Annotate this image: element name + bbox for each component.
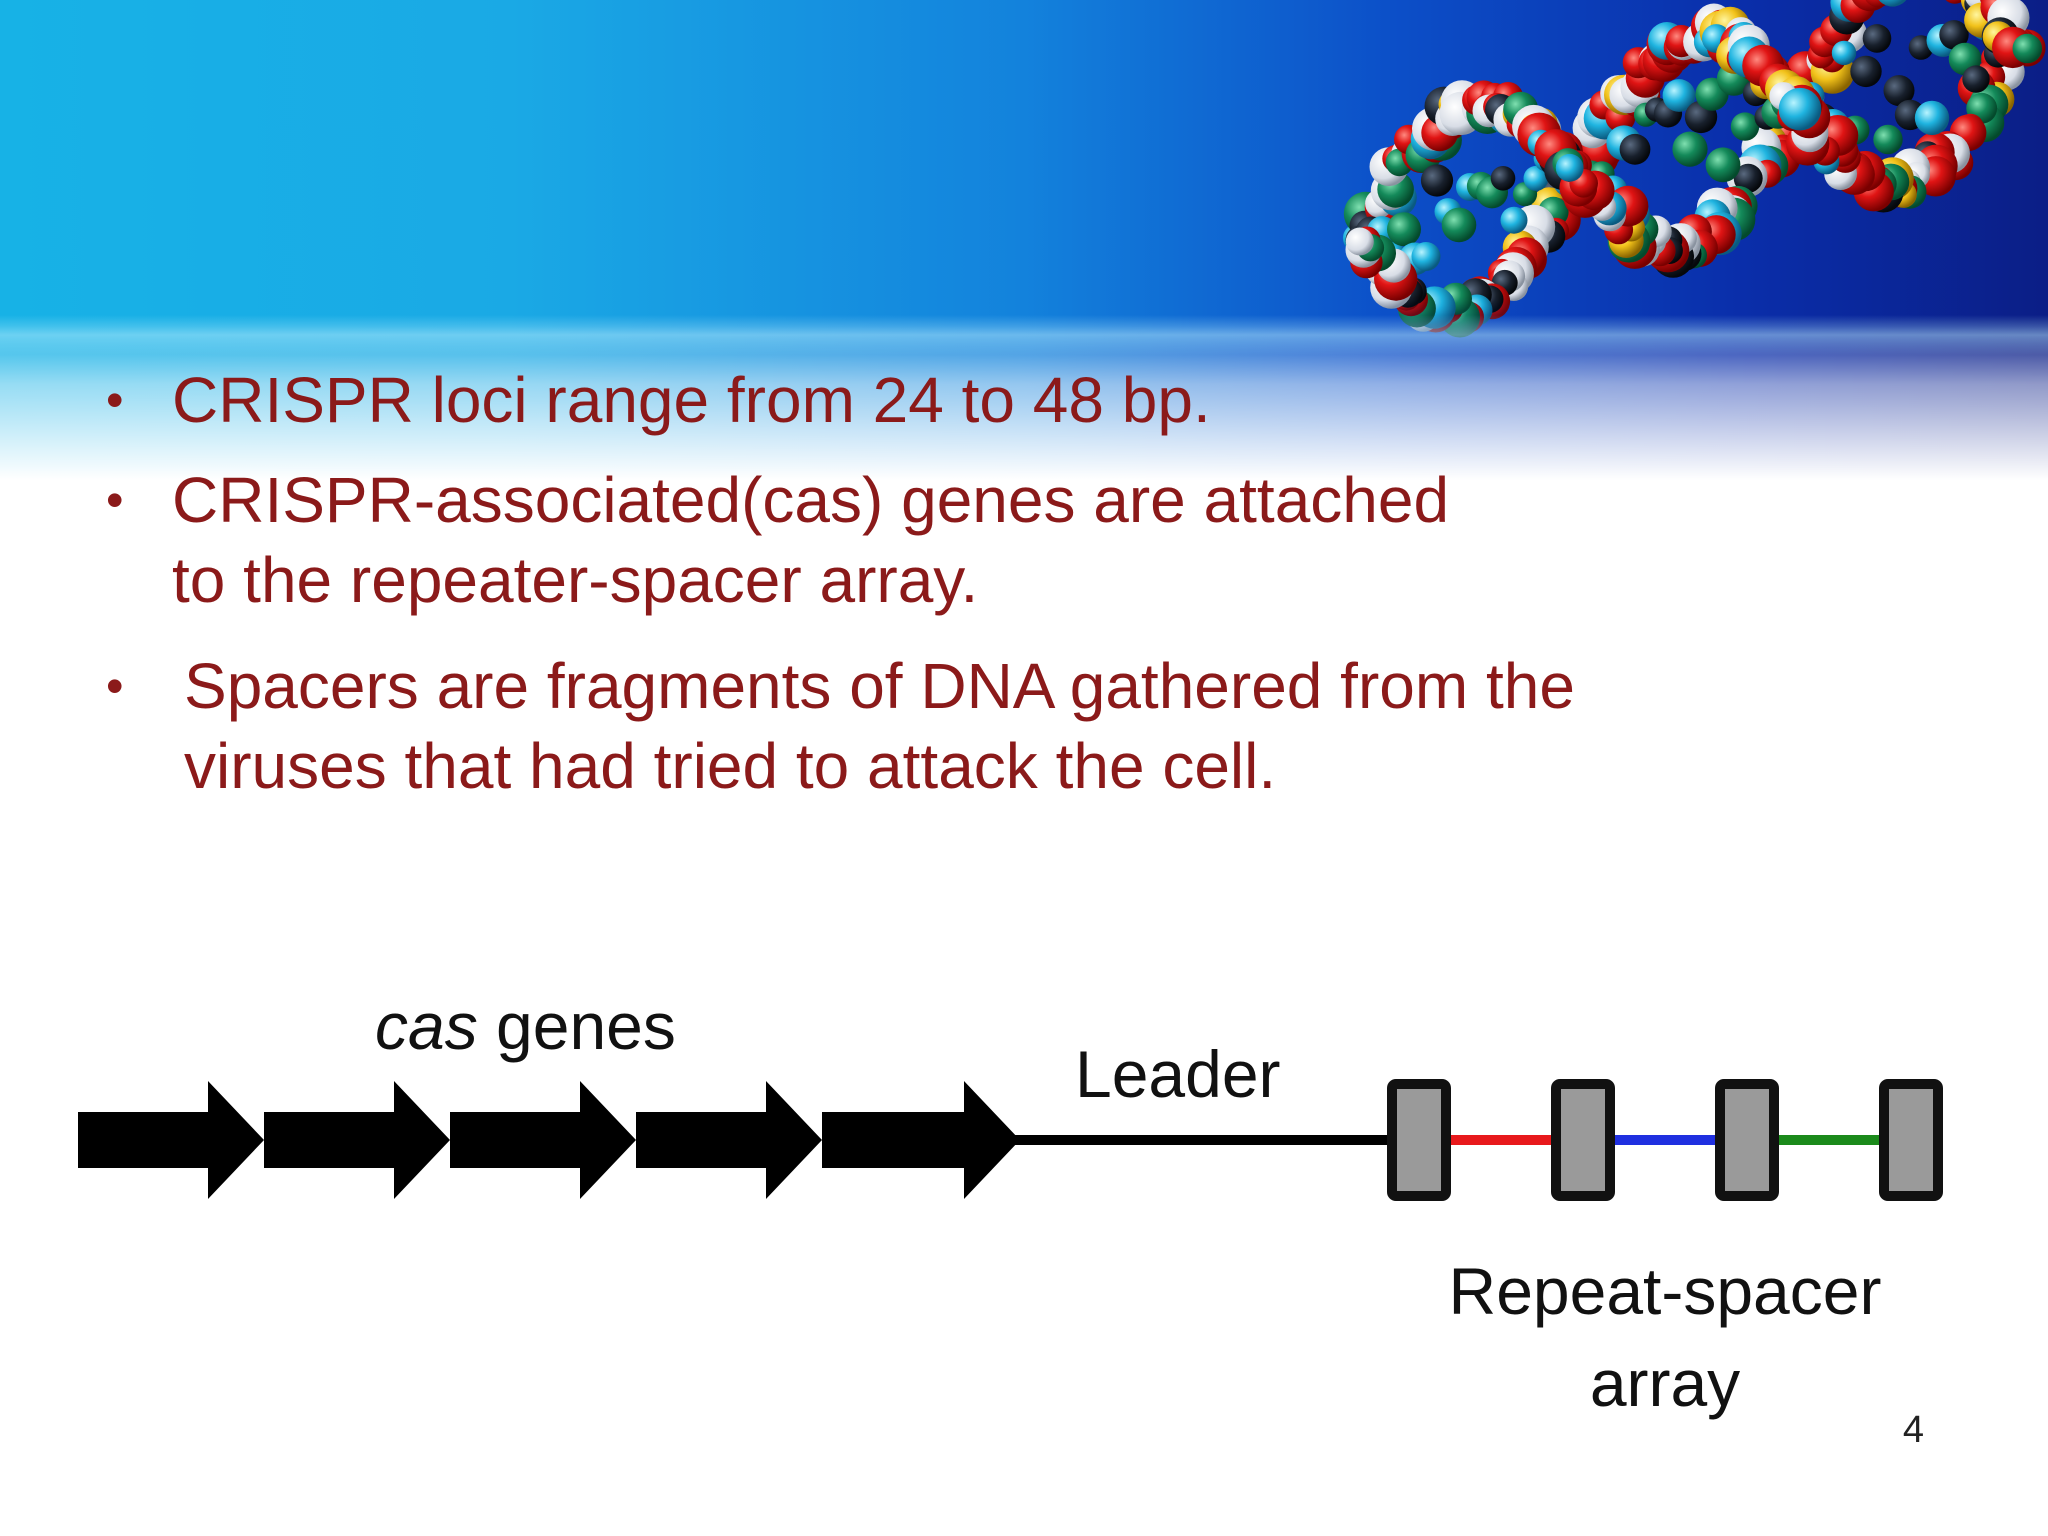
dna-atom [1672, 131, 1708, 167]
cas-gene-arrow [636, 1081, 822, 1199]
dna-atom [1878, 0, 1907, 7]
dna-atom [1831, 40, 1857, 66]
bullet-item-cas-genes: • CRISPR-associated(cas) genes are attac… [106, 460, 1672, 620]
dna-atom [1914, 100, 1950, 136]
bullet-item-spacers: • Spacers are fragments of DNA gathered … [106, 646, 1764, 806]
array-label-line1: Repeat-spacer [1448, 1254, 1882, 1328]
leader-label: Leader [1075, 1037, 1281, 1111]
bullet-marker: • [106, 472, 124, 528]
cas-label-italic: cas [375, 989, 478, 1063]
bullet-text: CRISPR-associated(cas) genes are attache… [172, 464, 1450, 616]
repeat-block [1387, 1079, 1451, 1201]
array-label-line2: array [1589, 1346, 1741, 1420]
dna-atom [1345, 227, 1374, 256]
dna-atom [1862, 24, 1892, 53]
dna-atom [1490, 166, 1516, 191]
bullet-marker: • [106, 372, 124, 428]
dna-atom [1662, 79, 1696, 112]
dna-atom [1500, 206, 1528, 234]
bullet-text: CRISPR loci range from 24 to 48 bp. [172, 364, 1211, 436]
dna-atom [1420, 164, 1454, 197]
dna-atom [1733, 163, 1763, 193]
dna-atom [1962, 65, 1990, 93]
dna-atom [1873, 124, 1903, 155]
dna-atom [1387, 212, 1421, 247]
dna-atom [1778, 87, 1822, 131]
dna-atom [1705, 147, 1741, 183]
repeat-block [1879, 1079, 1943, 1201]
bullet-text: Spacers are fragments of DNA gathered fr… [184, 650, 1575, 802]
dna-atom [1619, 133, 1651, 165]
dna-atom [1850, 55, 1882, 88]
bullet-item-loci-range: • CRISPR loci range from 24 to 48 bp. [106, 360, 1672, 440]
cas-gene-arrow [78, 1081, 264, 1199]
cas-gene-arrow [264, 1081, 450, 1199]
bullet-marker: • [106, 658, 124, 714]
dna-atom [1411, 242, 1441, 271]
header-banner [0, 0, 2048, 480]
repeat-block [1551, 1079, 1615, 1201]
dna-atom [1441, 207, 1477, 243]
dna-helix-image [1342, 0, 2046, 338]
cas-gene-arrow [450, 1081, 636, 1199]
dna-atom [1730, 112, 1760, 141]
dna-atom [1945, 0, 1965, 4]
dna-atom [1555, 153, 1584, 182]
cas-genes-label: cas genes [375, 990, 676, 1062]
cas-gene-arrow [822, 1081, 1020, 1199]
crispr-locus-diagram [78, 1079, 1943, 1201]
repeat-block [1715, 1079, 1779, 1201]
dna-atom [1883, 75, 1915, 107]
repeat-spacer-array-label: Repeat-spacer array [1415, 1245, 1915, 1429]
dna-atom [1523, 165, 1549, 191]
dna-atom [2012, 33, 2043, 64]
page-number: 4 [1902, 1409, 1924, 1451]
cas-label-rest: genes [477, 989, 676, 1063]
dna-atom [1939, 20, 1969, 50]
